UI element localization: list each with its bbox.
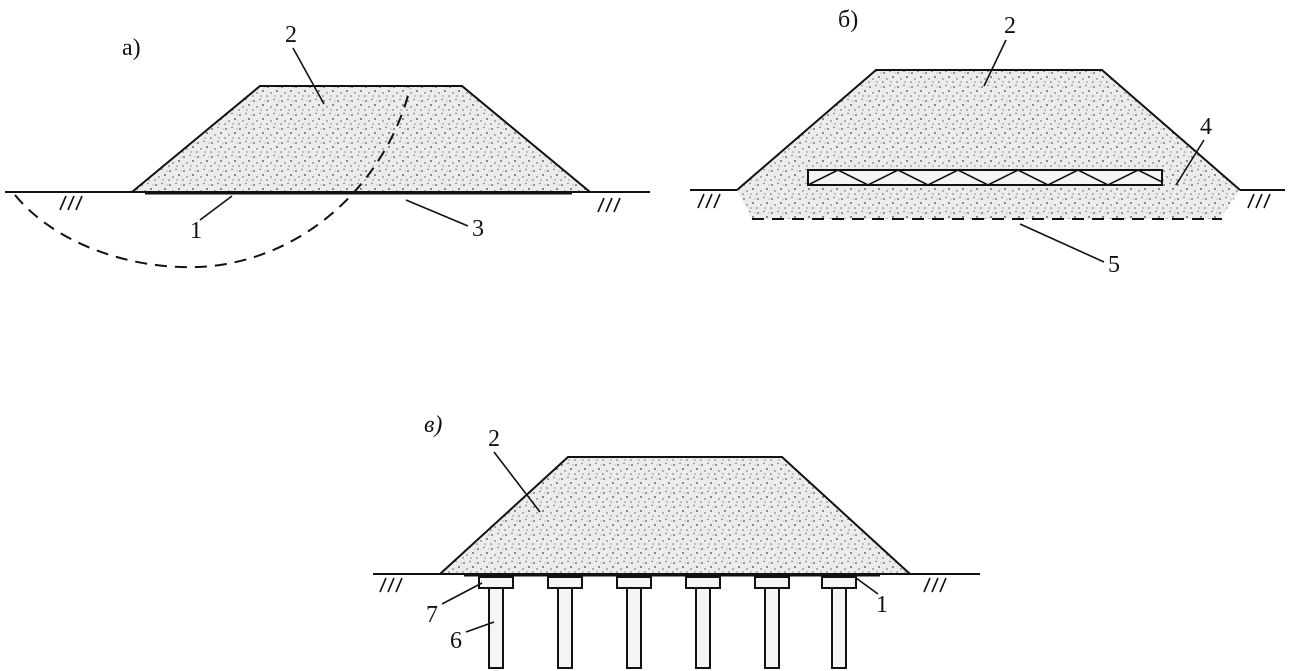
callout-b-5: 5 xyxy=(1108,252,1120,278)
leader-b-4 xyxy=(1175,139,1205,186)
leader-b-2 xyxy=(983,39,1007,87)
ground-hatch-left xyxy=(59,195,83,211)
ground-hatch-right xyxy=(597,197,621,213)
callout-a-1: 1 xyxy=(190,218,202,244)
ground-hatch-right-b xyxy=(1247,193,1271,209)
callout-v-2: 2 xyxy=(488,426,500,452)
leader-v-7 xyxy=(441,582,483,605)
callout-b-4: 4 xyxy=(1200,114,1212,140)
leader-b-5 xyxy=(1019,223,1105,263)
leader-a-2 xyxy=(292,47,325,105)
pile-2 xyxy=(547,576,583,669)
ground-hatch-left-v xyxy=(379,577,403,593)
pile-3 xyxy=(616,576,652,669)
leader-v-6 xyxy=(465,621,495,633)
pile-1 xyxy=(478,576,514,669)
leader-a-1 xyxy=(199,195,233,221)
pile-4 xyxy=(685,576,721,669)
embankment-a xyxy=(129,85,593,193)
leader-a-3 xyxy=(405,199,469,227)
panel-v-label: в) xyxy=(424,412,442,438)
panel-b: б) 2 4 5 xyxy=(690,7,1285,278)
pile-5 xyxy=(754,576,790,669)
panel-a: а) 2 1 3 xyxy=(5,22,650,269)
slip-surface-curve xyxy=(14,87,411,269)
callout-v-6: 6 xyxy=(450,628,462,654)
leader-v-2 xyxy=(493,451,541,513)
callout-v-1: 1 xyxy=(876,592,888,618)
callout-a-2: 2 xyxy=(285,22,297,48)
embankment-b-fill xyxy=(737,70,1240,219)
pile-6 xyxy=(821,576,857,669)
callout-v-7: 7 xyxy=(426,602,438,628)
panel-v: в) xyxy=(373,412,980,669)
panel-b-label: б) xyxy=(838,7,858,33)
callout-b-2: 2 xyxy=(1004,13,1016,39)
callout-a-3: 3 xyxy=(472,216,484,242)
leader-v-1 xyxy=(855,577,879,595)
panel-a-label: а) xyxy=(122,35,141,61)
ground-hatch-right-v xyxy=(923,577,947,593)
embankment-b-outline xyxy=(736,69,1241,191)
ground-hatch-left-b xyxy=(697,193,721,209)
reinforcement-truss xyxy=(807,169,1163,186)
